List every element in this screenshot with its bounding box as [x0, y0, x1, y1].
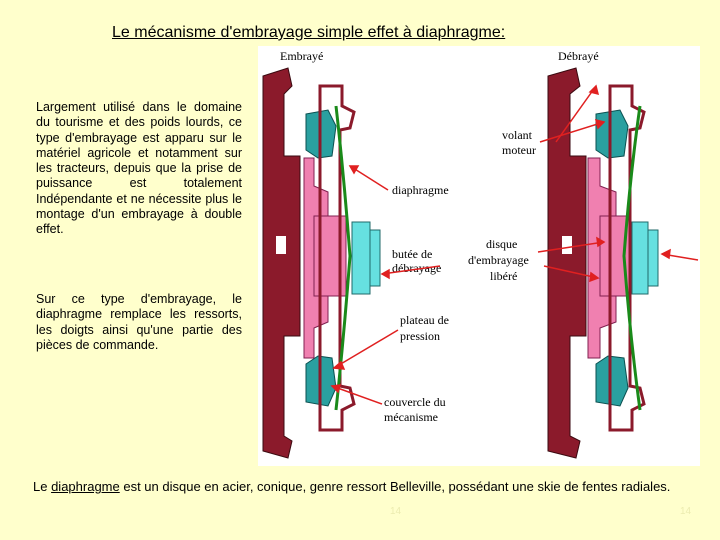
diaphragm-definition: Le diaphragme est un disque en acier, co…: [33, 478, 683, 495]
diaphragm-paragraph: Sur ce type d'embrayage, le diaphragme r…: [36, 292, 242, 352]
disengaged-heading: Débrayé: [558, 49, 599, 63]
definition-rest: est un disque en acier, conique, genre r…: [119, 479, 671, 494]
leader-arrows: [330, 84, 699, 405]
page-number-total: 14: [680, 506, 692, 517]
flywheel-left: [262, 67, 301, 459]
engaged-clutch-drawing: [262, 67, 381, 459]
label-couvercle-1: couvercle du: [384, 395, 446, 409]
label-plateau-1: plateau de: [400, 313, 449, 327]
label-disque-2: d'embrayage: [468, 253, 529, 267]
definition-lead: Le: [33, 479, 52, 494]
disengaged-clutch-drawing: [547, 67, 659, 459]
label-plateau-2: pression: [400, 329, 440, 343]
diaphragm-term: diaphragme: [51, 479, 120, 494]
label-volant-2: moteur: [502, 143, 536, 157]
intro-paragraph: Largement utilisé dans le domaine du tou…: [36, 100, 242, 237]
page-title: Le mécanisme d'embrayage simple effet à …: [112, 24, 506, 41]
release-bearing-right: [631, 221, 649, 295]
release-bearing-left: [351, 221, 371, 295]
label-disque-3: libéré: [490, 269, 517, 283]
page-number: 14: [390, 506, 402, 517]
label-diaphragme: diaphragme: [392, 183, 449, 197]
label-butee-2: débrayage: [392, 261, 441, 275]
engaged-heading: Embrayé: [280, 49, 323, 63]
label-couvercle-2: mécanisme: [384, 410, 438, 424]
pressure-plate-bottom-right: [595, 355, 629, 407]
flywheel-right: [547, 67, 587, 459]
diaphragm-right: [622, 105, 642, 411]
clutch-diagram: Embrayé Débrayé volant moteur diaphragme…: [258, 46, 700, 466]
label-disque-1: disque: [486, 237, 517, 251]
cover-right: [608, 84, 646, 432]
pressure-plate-top-right: [595, 109, 629, 159]
label-volant-1: volant: [502, 128, 533, 142]
label-butee-1: butée de: [392, 247, 432, 261]
